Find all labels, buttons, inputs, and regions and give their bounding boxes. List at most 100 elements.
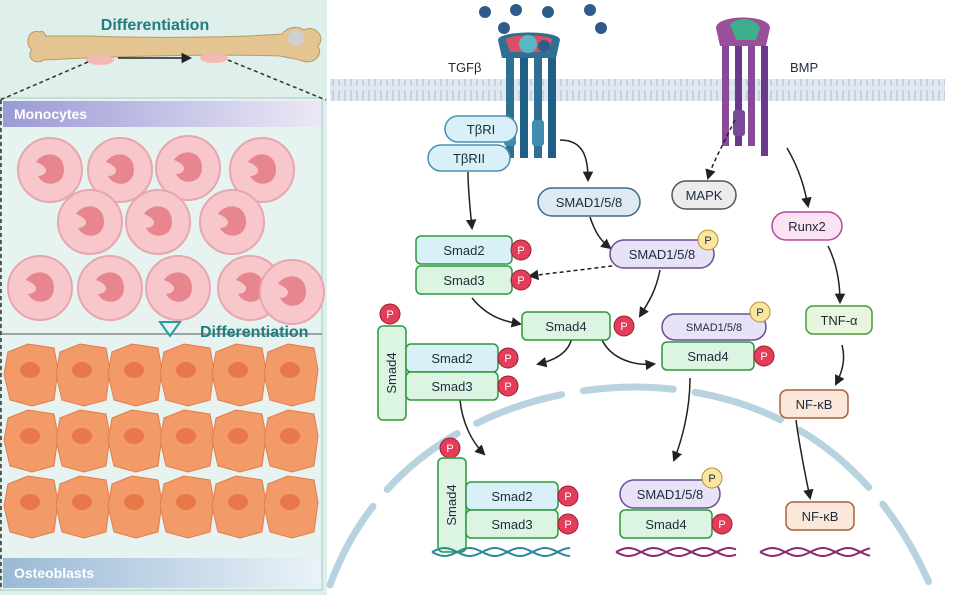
phospho-smad158-d [701,467,723,489]
nfkb-a-box [779,389,849,419]
osteoblast-cell [107,409,163,473]
phospho-smad2-a-label: P [517,245,524,257]
phospho-smad4-d-label: P [718,519,725,531]
cell-membrane [330,79,945,101]
monocytes-label: Monocytes [14,106,87,122]
phospho-smad3-b [497,375,519,397]
monocyte-cells [7,135,325,325]
smad158-b-label: SMAD1/5/8 [629,247,695,262]
phospho-smad3-a-label: P [517,275,524,287]
phospho-smad158-b [697,229,719,251]
dna-strand [759,546,871,558]
smad4-c-label: Smad4 [687,349,728,364]
smad158-b-box [609,239,715,269]
phospho-smad3-b-label: P [504,381,511,393]
dna-strand [431,546,571,558]
phospho-smad4-center-label: P [620,321,627,333]
phospho-smad4-c-label: P [760,351,767,363]
left-panel: Differentiation Monocytes [0,0,327,595]
phospho-smad158-d-label: P [708,473,715,485]
osteoblast-cell [159,475,215,539]
nfkb-a-label: NF-κB [796,397,833,412]
smad158-a-box [537,187,641,217]
zoom-line-left [0,61,89,101]
osteoblast-cell [107,475,163,539]
phospho-smad4-center [613,315,635,337]
phospho-smad4-vert-a [379,303,401,325]
nuclear-envelope [326,383,934,589]
tbrii-box [427,144,511,172]
osteoblast-cell [211,343,267,407]
runx2-label: Runx2 [788,219,826,234]
phospho-smad3-c-label: P [564,519,571,531]
smad3-c-label: Smad3 [491,517,532,532]
mapk-label: MAPK [686,188,723,203]
mid-differentiation-label: Differentiation [200,324,308,341]
osteoblast-cells [3,343,319,539]
tbri-label: TβRI [467,122,495,137]
monocyte-cell [7,255,73,321]
dna-strands [431,546,871,558]
bmp-receptor [716,17,770,156]
dna-strand [431,546,571,558]
osteoblasts-header [3,558,321,588]
monocyte-cell [87,137,153,203]
differentiation-arrow-icon [158,321,182,338]
osteoblast-cell [3,409,59,473]
tbrii-label: TβRII [453,151,485,166]
osteoblast-cell [263,475,319,539]
nfkb-b-box [785,501,855,531]
smad158-c-label: SMAD1/5/8 [686,322,742,334]
smad4-center-label: Smad4 [545,319,586,334]
osteoblast-cell [55,475,111,539]
smad3-b-label: Smad3 [431,379,472,394]
monocyte-cell [125,189,191,255]
smad4-center-box [521,311,611,341]
smad158-c-box [661,313,767,341]
phospho-smad2-a [510,239,532,261]
phospho-smad2-b-label: P [504,353,511,365]
smad158-a-label: SMAD1/5/8 [556,195,622,210]
tgfb-label: TGFβ [448,60,481,75]
phospho-smad2-c [557,485,579,507]
bmp-label: BMP [790,60,818,75]
tnfa-label: TNF-α [820,313,858,328]
osteoblast-cell [263,343,319,407]
osteoblast-cell [3,343,59,407]
smad2-c-label: Smad2 [491,489,532,504]
osteoblast-cell [159,409,215,473]
tnfa-box [805,305,873,335]
smad2-b-label: Smad2 [431,351,472,366]
nfkb-b-label: NF-κB [802,509,839,524]
monocyte-cell [259,259,325,325]
osteoblast-cell [3,475,59,539]
smad3-a-label: Smad3 [443,273,484,288]
monocyte-cell [229,137,295,203]
tgfb-ligands [479,4,607,34]
bone-differentiation-title: Differentiation [101,17,209,34]
smad4-d-label: Smad4 [645,517,686,532]
osteoblast-cell [263,409,319,473]
osteoblast-cell [211,475,267,539]
phospho-smad3-c [557,513,579,535]
smad4-vert-a-label: Smad4 [384,352,399,393]
phospho-smad4-c [753,345,775,367]
osteoblast-cell [159,343,215,407]
monocyte-cell [17,137,83,203]
phospho-smad158-c [749,301,771,323]
tbri-box [444,115,518,143]
smad158-d-box [619,479,721,509]
phospho-smad158-b-label: P [704,235,711,247]
runx2-box [771,211,843,241]
tgfb-receptor [498,32,560,158]
phospho-smad2-b [497,347,519,369]
osteoblasts-label: Osteoblasts [14,565,94,581]
right-panel: TGFβ BMP TβRI TβRII [326,4,945,589]
smad4-vert-b-label: Smad4 [444,484,459,525]
signal-arrows [459,119,846,501]
phospho-smad158-c-label: P [756,307,763,319]
smad158-d-label: SMAD1/5/8 [637,487,703,502]
osteoblast-cell [211,409,267,473]
